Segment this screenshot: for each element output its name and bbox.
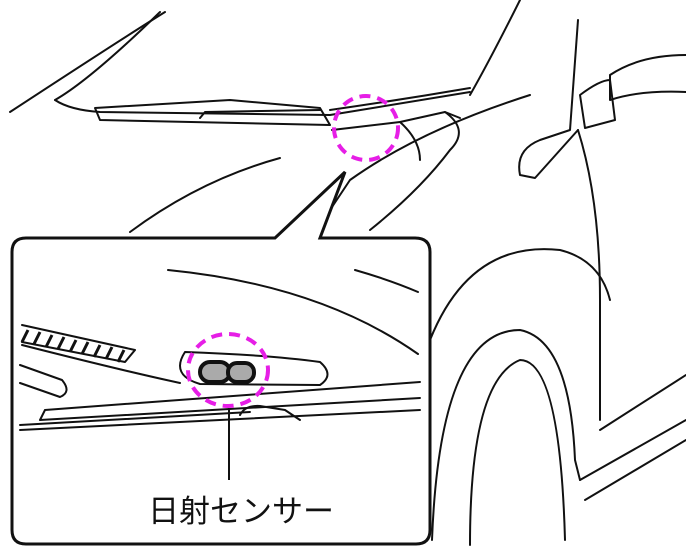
wiper bbox=[94, 99, 331, 126]
side-mirror bbox=[609, 54, 686, 101]
solar-sensor-label: 日射センサー bbox=[148, 494, 334, 530]
tire bbox=[469, 359, 566, 546]
sensor-right-window bbox=[226, 361, 256, 384]
vent-grille bbox=[21, 324, 136, 363]
sensor-location-highlight bbox=[332, 94, 400, 162]
sensor-left-window bbox=[198, 360, 232, 384]
windshield-edge bbox=[9, 11, 166, 113]
callout-box bbox=[10, 170, 432, 546]
wiper-arm bbox=[19, 364, 68, 398]
sensor-housing bbox=[179, 351, 329, 386]
a-pillar bbox=[518, 19, 579, 179]
inset-detail bbox=[19, 269, 421, 480]
sensor-highlight bbox=[186, 332, 270, 408]
cowl-line bbox=[54, 91, 471, 116]
wheel-arch bbox=[429, 248, 611, 341]
hood-line bbox=[129, 157, 281, 233]
